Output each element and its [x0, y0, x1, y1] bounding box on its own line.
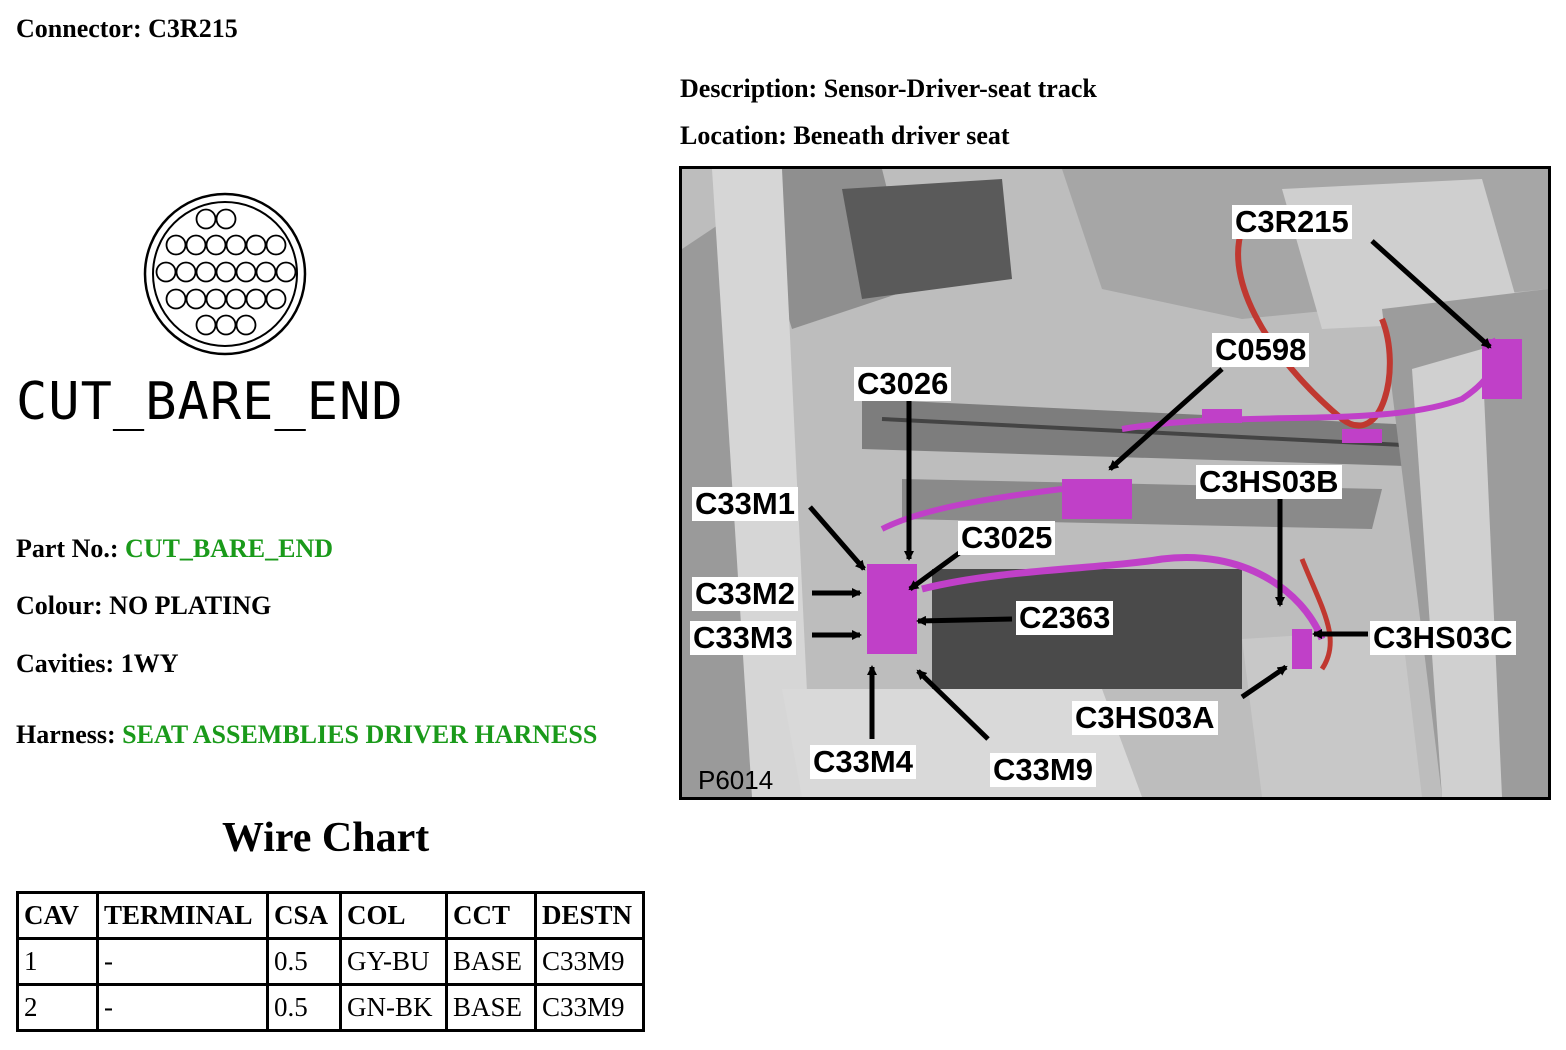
location-label: Location: — [680, 121, 787, 150]
cell-col: GY-BU — [339, 937, 448, 986]
cell-cav: 2 — [16, 983, 99, 1032]
wire-chart-title: Wire Chart — [222, 815, 430, 861]
cavities-value: 1WY — [120, 649, 179, 678]
part-number-line: Part No.: CUT_BARE_END — [16, 534, 333, 564]
callout-c33m3: C33M3 — [690, 621, 796, 655]
wire-chart-table: CAV TERMINAL CSA COL CCT DESTN 1 - 0.5 G… — [16, 891, 645, 1032]
header-col: COL — [339, 891, 448, 940]
table-row: 1 - 0.5 GY-BU BASE C33M9 — [16, 937, 645, 986]
cell-cct: BASE — [445, 983, 537, 1032]
location-value: Beneath driver seat — [793, 121, 1010, 150]
cell-terminal: - — [96, 937, 269, 986]
description-label: Description: — [680, 74, 818, 103]
connector-face-drawing — [143, 192, 307, 356]
cell-destn: C33M9 — [534, 937, 645, 986]
description-line: Description: Sensor-Driver-seat track — [680, 74, 1097, 104]
header-cct: CCT — [445, 891, 537, 940]
callout-c3025: C3025 — [958, 521, 1056, 555]
cell-csa: 0.5 — [266, 983, 342, 1032]
callout-c33m9: C33M9 — [990, 753, 1096, 787]
callout-c33m2: C33M2 — [692, 577, 798, 611]
part-number-value[interactable]: CUT_BARE_END — [125, 534, 334, 563]
callout-c3026: C3026 — [854, 367, 952, 401]
connector-line: Connector: C3R215 — [16, 14, 238, 44]
callout-c3hs03b: C3HS03B — [1196, 465, 1342, 499]
header-destn: DESTN — [534, 891, 645, 940]
colour-line: Colour: NO PLATING — [16, 591, 271, 621]
callout-c33m4: C33M4 — [810, 745, 916, 779]
cell-csa: 0.5 — [266, 937, 342, 986]
header-cav: CAV — [16, 891, 99, 940]
cell-col: GN-BK — [339, 983, 448, 1032]
cell-destn: C33M9 — [534, 983, 645, 1032]
cavities-label: Cavities: — [16, 649, 115, 678]
location-photo: C3R215 C0598 C3026 C33M1 C3025 C3HS03B C… — [679, 166, 1551, 800]
header-csa: CSA — [266, 891, 342, 940]
callout-c0598: C0598 — [1212, 333, 1310, 367]
connector-value: C3R215 — [148, 14, 238, 43]
callout-c3hs03c: C3HS03C — [1370, 621, 1516, 655]
table-row: 2 - 0.5 GN-BK BASE C33M9 — [16, 983, 645, 1032]
connector-label: Connector: — [16, 14, 142, 43]
harness-line: Harness: SEAT ASSEMBLIES DRIVER HARNESS — [16, 720, 597, 750]
colour-label: Colour: — [16, 591, 103, 620]
harness-value[interactable]: SEAT ASSEMBLIES DRIVER HARNESS — [122, 720, 598, 749]
harness-label: Harness: — [16, 720, 116, 749]
cell-terminal: - — [96, 983, 269, 1032]
cell-cav: 1 — [16, 937, 99, 986]
description-value: Sensor-Driver-seat track — [823, 74, 1097, 103]
colour-value: NO PLATING — [109, 591, 272, 620]
cell-cct: BASE — [445, 937, 537, 986]
callout-c33m1: C33M1 — [692, 487, 798, 521]
cavities-line: Cavities: 1WY — [16, 649, 178, 679]
table-header-row: CAV TERMINAL CSA COL CCT DESTN — [16, 891, 645, 940]
location-line: Location: Beneath driver seat — [680, 121, 1010, 151]
callout-c2363: C2363 — [1016, 601, 1114, 635]
photo-id-label: P6014 — [698, 765, 774, 795]
header-terminal: TERMINAL — [96, 891, 269, 940]
callout-c3r215: C3R215 — [1232, 205, 1352, 239]
callout-c3hs03a: C3HS03A — [1072, 701, 1218, 735]
connector-face-caption: CUT_BARE_END — [16, 372, 404, 432]
part-number-label: Part No.: — [16, 534, 119, 563]
